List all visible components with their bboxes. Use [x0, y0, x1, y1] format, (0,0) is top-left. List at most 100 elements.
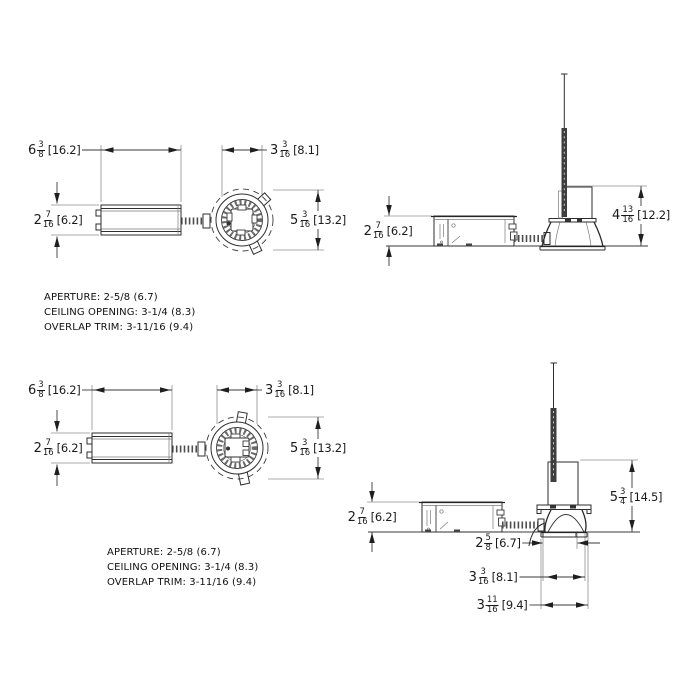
- mounting-plate: [536, 504, 592, 510]
- dim-whole: 4: [612, 207, 621, 223]
- dim-metric: [9.4]: [501, 598, 528, 612]
- spec-notes-a: APERTURE: 2-5/8 (6.7) CEILING OPENING: 3…: [44, 290, 195, 335]
- dim-whole: 2: [363, 223, 372, 239]
- side-b-dimension-lines: [367, 459, 640, 609]
- driver-box-detail: [86, 433, 172, 463]
- dim-whole: 2: [33, 212, 42, 228]
- clip-ring: [221, 199, 263, 241]
- dim-metric: [6.2]: [56, 441, 83, 455]
- elevation-view-b: [419, 362, 592, 547]
- trim-housing-side: [539, 73, 606, 251]
- overlap-trim-circle: [205, 416, 269, 480]
- plan-view-b: [86, 411, 269, 486]
- dim-whole: 5: [290, 440, 299, 456]
- dim-whole: 6: [28, 382, 37, 398]
- plan-view-a: [95, 188, 274, 255]
- overlap-trim-circle: [210, 188, 274, 252]
- driver-box-detail: [95, 205, 181, 235]
- note-aperture: APERTURE: 2-5/8 (6.7): [107, 547, 221, 558]
- driver-box: [91, 432, 173, 464]
- dim-metric: [16.2]: [47, 143, 81, 157]
- socket-dot: [226, 221, 231, 226]
- dim-whole: 2: [33, 440, 42, 456]
- mounting-plate: [548, 218, 597, 223]
- plan-a-dimension-lines: [51, 145, 324, 258]
- note-overlap-trim: OVERLAP TRIM: 3-11/16 (9.4): [44, 322, 194, 333]
- spec-notes-b: APERTURE: 2-5/8 (6.7) CEILING OPENING: 3…: [107, 545, 258, 590]
- dim-whole: 3: [270, 142, 279, 158]
- plan-b-dimension-lines: [51, 385, 324, 486]
- dim-metric: [12.2]: [637, 208, 670, 222]
- dim-whole: 2: [475, 535, 484, 551]
- dim-metric: [6.7]: [494, 536, 521, 550]
- driver-box-side-detail: [419, 501, 506, 532]
- note-ceiling-opening: CEILING OPENING: 3-1/4 (8.3): [44, 307, 196, 318]
- torsion-spring-bar: [550, 408, 557, 482]
- dim-whole: 6: [28, 142, 37, 158]
- dim-metric: [6.2]: [56, 213, 83, 227]
- dim-metric: [13.2]: [313, 441, 346, 455]
- dim-metric: [13.2]: [313, 213, 346, 227]
- driver-box-side: [421, 501, 503, 533]
- dim-whole: 2: [347, 509, 356, 525]
- torsion-spring-bar: [561, 128, 567, 217]
- note-ceiling-opening: CEILING OPENING: 3-1/4 (8.3): [107, 562, 259, 573]
- dim-whole: 3: [265, 382, 274, 398]
- dim-metric: [6.2]: [386, 224, 413, 238]
- clip-ring: [216, 427, 258, 469]
- dim-whole: 3: [468, 569, 477, 585]
- reflector-dome: [547, 514, 585, 533]
- conduit-connector: [202, 213, 211, 229]
- dim-whole: 3: [476, 597, 485, 613]
- dim-whole: 5: [609, 489, 619, 505]
- elevation-view-a: [431, 73, 606, 251]
- dim-metric: [8.1]: [293, 143, 319, 157]
- hook-wire: [528, 522, 546, 547]
- lamp-aperture: [230, 208, 254, 232]
- dim-metric: [16.2]: [47, 383, 81, 397]
- note-overlap-trim: OVERLAP TRIM: 3-11/16 (9.4): [107, 577, 257, 588]
- dim-metric: [8.1]: [288, 383, 314, 397]
- dim-whole: 5: [290, 212, 299, 228]
- dim-metric: [8.1]: [491, 570, 518, 584]
- trim-ring-assembly: [205, 411, 269, 486]
- trim-ring-assembly: [210, 188, 274, 255]
- dim-metric: [14.5]: [629, 490, 663, 504]
- note-aperture: APERTURE: 2-5/8 (6.7): [44, 292, 158, 303]
- conduit-connector: [197, 441, 206, 457]
- driver-box-side: [433, 215, 515, 247]
- trim-housing-side: [528, 362, 592, 547]
- driver-box: [100, 204, 182, 236]
